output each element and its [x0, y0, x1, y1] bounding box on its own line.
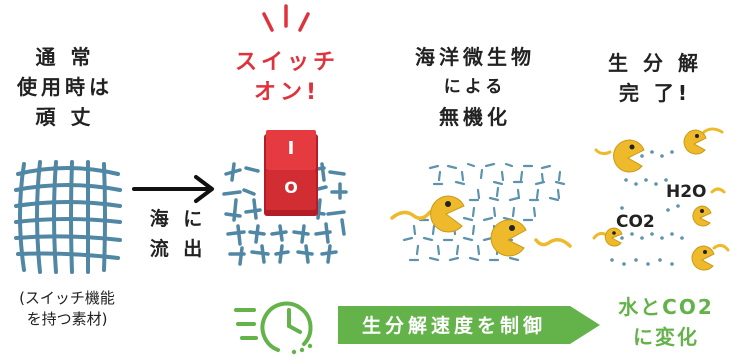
caption-line: (スイッチ機能: [19, 289, 115, 307]
step3-line: 無機化: [439, 105, 511, 129]
flow-label: 海 に 流 出: [140, 204, 216, 264]
result-text: 水とCO2 に変化: [606, 292, 726, 352]
microbe-icon: [683, 127, 724, 155]
switch-on-mark: I: [287, 138, 295, 159]
microbe-icon: [594, 139, 645, 173]
speed-control-label: 生分解速度を制御: [361, 315, 546, 337]
flow-label-line: 海 に: [149, 208, 207, 230]
result-line: に変化: [633, 325, 699, 349]
step2-line: オン!: [253, 80, 321, 105]
switch-off-mark: O: [284, 178, 298, 197]
microbe-icon: [490, 219, 572, 257]
alert-burst-icon: [262, 4, 310, 32]
caption-line: を持つ素材): [26, 310, 108, 328]
step1-line: 頑 丈: [35, 105, 95, 129]
step4-line: 完 了!: [618, 81, 692, 105]
step1-line: 使用時は: [17, 75, 113, 99]
speed-control-banner: 生分解速度を制御: [338, 300, 602, 350]
step4-heading: 生 分 解 完 了!: [600, 48, 710, 108]
co2-molecule-label: CO2: [616, 212, 655, 232]
flow-label-line: 流 出: [149, 238, 207, 260]
step1-heading: 通 常 使用時は 頑 丈: [10, 42, 120, 132]
step3-line: 海洋微生物: [415, 45, 535, 69]
banner-arrow-shape: [338, 306, 600, 344]
step4-line: 生 分 解: [608, 51, 702, 75]
clock-speed-icon: [234, 301, 313, 355]
microbe-icon: [592, 227, 623, 247]
power-switch[interactable]: I O: [262, 128, 320, 218]
flow-arrow-icon: [132, 175, 214, 203]
biodegraded-scene-icon: [592, 127, 730, 271]
degrading-mesh-icon: [390, 162, 572, 262]
result-line: 水とCO2: [618, 295, 714, 319]
microbe-icon: [691, 243, 730, 271]
step2-line: スイッチ: [234, 50, 339, 75]
intact-mesh-icon: [14, 160, 122, 274]
microbe-icon: [692, 187, 726, 227]
switch-body-icon: [264, 130, 318, 216]
water-molecule-label: H2O: [666, 182, 707, 202]
step3-line: による: [443, 77, 507, 97]
step1-line: 通 常: [35, 45, 95, 69]
step3-heading: 海洋微生物 による 無機化: [400, 42, 550, 132]
material-caption: (スイッチ機能 を持つ素材): [8, 288, 126, 330]
step2-heading: スイッチ オン!: [222, 48, 352, 108]
microbe-icon: [390, 195, 465, 233]
